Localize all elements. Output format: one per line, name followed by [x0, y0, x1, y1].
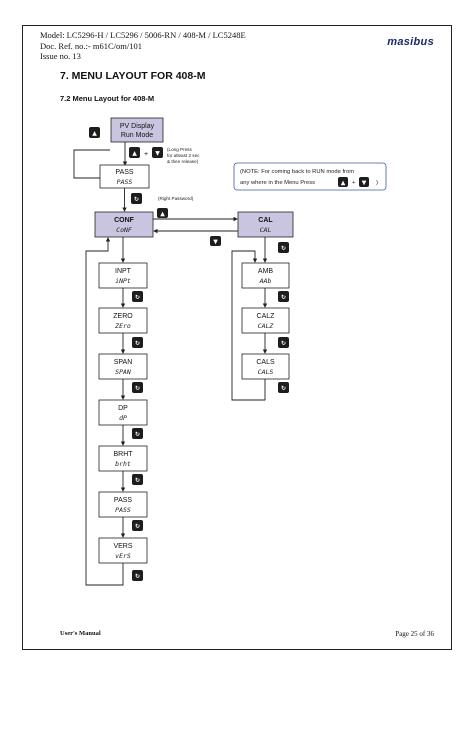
menu-box-seg: vErS [115, 552, 131, 560]
run-mode-line1: PV Display [120, 123, 155, 130]
up-key-icon: ▲ [338, 177, 348, 187]
svg-text:↻: ↻ [135, 340, 140, 347]
plus-sign: + [352, 180, 356, 186]
footer-page-number: Page 25 of 36 [395, 630, 434, 638]
menu-box-seg: CALZ [258, 322, 275, 330]
enter-key-icon: ↻ [132, 337, 143, 348]
enter-key-icon: ↻ [132, 474, 143, 485]
svg-text:↻: ↻ [281, 385, 286, 392]
svg-text:↻: ↻ [281, 340, 286, 347]
enter-key-icon: ↻ [278, 242, 289, 253]
svg-text:↻: ↻ [134, 196, 139, 203]
long-press-note: (Long Press [167, 147, 192, 152]
menu-box-dp [98, 399, 148, 426]
menu-box-cal [237, 211, 294, 238]
document-header: Model: LC5296-H / LC5296 / 5006-RN / 408… [40, 30, 246, 62]
menu-box-seg: SPAN [115, 368, 131, 376]
menu-box-label: ZERO [113, 313, 133, 320]
enter-key-icon: ↻ [278, 291, 289, 302]
menu-box-calz [241, 307, 290, 334]
menu-box-label: CALS [256, 359, 275, 366]
menu-box-seg: AAb [259, 277, 272, 285]
enter-key-icon: ↻ [132, 520, 143, 531]
enter-key-icon: ↻ [132, 428, 143, 439]
note-line1: (NOTE: For coming back to RUN mode from [240, 169, 354, 175]
menu-box-seg: PASS [115, 506, 131, 514]
subsection-title: 7.2 Menu Layout for 408-M [60, 94, 155, 103]
svg-text:↻: ↻ [135, 573, 140, 580]
menu-box-label: CALZ [257, 313, 276, 320]
down-key-icon: ▼ [359, 177, 369, 187]
svg-text:▲: ▲ [92, 130, 97, 137]
menu-box-label: PASS [114, 497, 132, 504]
up-key-icon: ▲ [157, 208, 168, 218]
down-key-icon: ▼ [152, 147, 163, 158]
svg-text:↻: ↻ [281, 245, 286, 252]
menu-box-seg: CALS [258, 368, 274, 376]
svg-text:↻: ↻ [281, 294, 286, 301]
enter-key-icon: ↻ [132, 291, 143, 302]
note-line3: ) [376, 180, 378, 186]
menu-box-inpt [98, 262, 148, 289]
menu-box-seg: ZEro [114, 322, 131, 330]
svg-text:▲: ▲ [132, 150, 137, 157]
long-press-note: & then release) [167, 159, 199, 164]
svg-text:▼: ▼ [155, 150, 160, 157]
enter-key-icon: ↻ [131, 193, 142, 204]
menu-box-amb [241, 262, 290, 289]
masibus-logo: masibus [387, 36, 434, 48]
menu-box-vers [98, 537, 148, 564]
run-mode-box [110, 117, 164, 143]
menu-box-label: DP [118, 405, 128, 412]
svg-text:▲: ▲ [341, 180, 346, 187]
section-title: 7. MENU LAYOUT FOR 408-M [60, 70, 206, 82]
menu-box-label: CONF [114, 217, 135, 224]
right-password-note: (Right Password) [158, 196, 194, 201]
menu-box-seg: iNPt [115, 277, 131, 285]
svg-text:↻: ↻ [135, 431, 140, 438]
menu-box-conf [94, 211, 154, 238]
page-border [22, 25, 452, 650]
menu-box-seg: dP [119, 414, 127, 422]
model-line: Model: LC5296-H / LC5296 / 5006-RN / 408… [40, 30, 246, 40]
menu-box-label: PASS [115, 169, 133, 176]
enter-key-icon: ↻ [132, 570, 143, 581]
menu-box-label: CAL [258, 217, 273, 224]
menu-box-label: SPAN [114, 359, 133, 366]
menu-box-label: AMB [258, 268, 274, 275]
svg-text:↻: ↻ [135, 385, 140, 392]
svg-text:↻: ↻ [135, 477, 140, 484]
enter-key-icon: ↻ [278, 337, 289, 348]
menu-box-pass-2 [98, 491, 148, 518]
menu-box-zero [98, 307, 148, 334]
enter-key-icon: ↻ [278, 382, 289, 393]
menu-box-label: BRHT [113, 451, 133, 458]
menu-box-seg: CAL [260, 226, 272, 234]
svg-text:↻: ↻ [135, 294, 140, 301]
svg-text:▼: ▼ [213, 239, 218, 246]
menu-box-brht [98, 445, 148, 472]
enter-key-icon: ↻ [132, 382, 143, 393]
menu-box-seg: CoNF [116, 226, 132, 234]
menu-box-label: INPT [115, 268, 132, 275]
menu-box-cals [241, 353, 290, 380]
svg-text:↻: ↻ [135, 523, 140, 530]
note-line2: any where in the Menu Press [240, 180, 315, 186]
issue-line: Issue no. 13 [40, 51, 81, 61]
footer-manual: User's Manual [60, 630, 101, 637]
run-mode-line2: Run Mode [121, 132, 153, 139]
long-press-note: for atleast 2 sec [167, 153, 200, 158]
menu-box-seg: brht [115, 460, 131, 468]
svg-text:▲: ▲ [160, 211, 165, 218]
menu-box-seg: PASS [117, 178, 133, 186]
svg-text:▼: ▼ [362, 180, 367, 187]
up-key-icon: ▲ [129, 147, 140, 158]
doc-ref-line: Doc. Ref. no.:- m61C/om/101 [40, 40, 142, 51]
down-key-icon: ▼ [210, 236, 221, 246]
menu-box-label: VERS [113, 543, 132, 550]
plus-sign: + [144, 151, 148, 158]
menu-box-span [98, 353, 148, 380]
up-key-icon: ▲ [89, 127, 100, 138]
